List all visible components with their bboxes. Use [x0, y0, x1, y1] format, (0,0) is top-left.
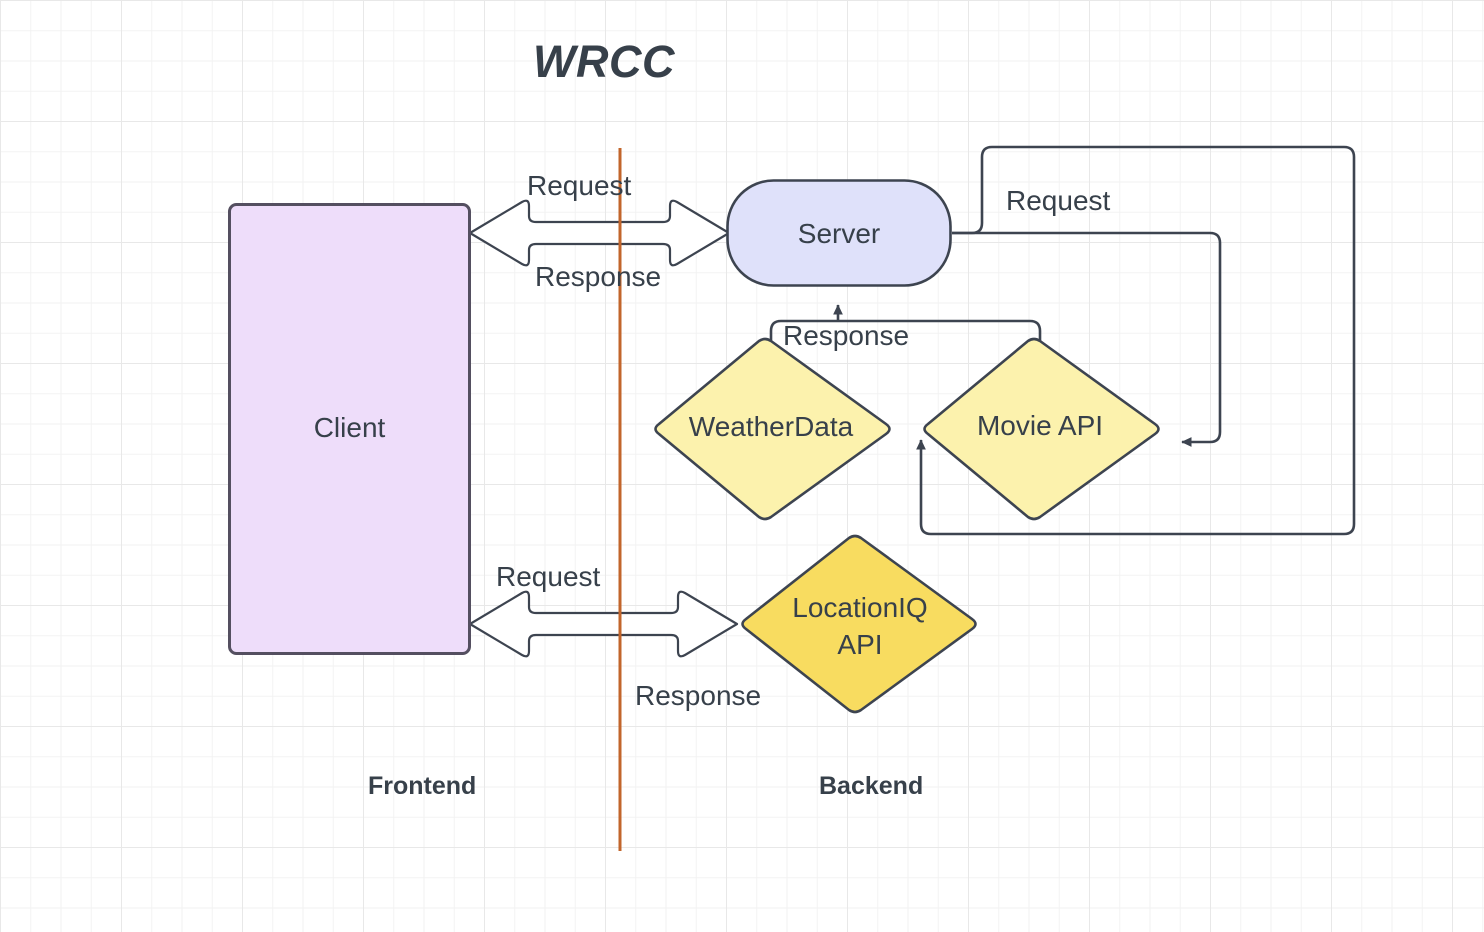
edge-server-apis-request-outer [916, 145, 1356, 536]
edge-label-server-apis-request: Request [1006, 185, 1111, 216]
node-locationiq-label-line1: LocationIQ [792, 592, 928, 623]
edge-label-client-locationiq-response: Response [635, 680, 762, 711]
edge-client-server-doublearrow [468, 199, 731, 267]
node-weatherdata-label: WeatherData [688, 411, 854, 442]
lane-label-backend: Backend [819, 772, 924, 800]
edge-client-locationiq-doublearrow [468, 590, 739, 658]
node-movieapi-shape[interactable] [923, 337, 1160, 521]
node-server-label: Server [797, 218, 881, 249]
edge-label-client-locationiq-request: Request [496, 561, 601, 592]
node-locationiq-label-line2: API [837, 629, 883, 660]
node-client-label: Client [313, 412, 386, 443]
node-server-shape[interactable] [726, 179, 952, 287]
node-movieapi-label: Movie API [976, 410, 1104, 441]
page-title: WRCC [533, 36, 675, 87]
node-locationiq-shape[interactable] [741, 534, 977, 714]
edge-label-client-server-response: Response [535, 261, 662, 292]
edge-label-apis-server-response: Response [783, 320, 910, 351]
edge-server-movieapi-request-inner [952, 231, 1222, 447]
edge-apis-server-response [769, 304, 1042, 344]
node-client-shape[interactable] [228, 203, 471, 655]
edge-label-client-server-request: Request [527, 170, 632, 201]
node-weatherdata-shape[interactable] [654, 337, 891, 521]
lane-label-frontend: Frontend [368, 772, 477, 800]
